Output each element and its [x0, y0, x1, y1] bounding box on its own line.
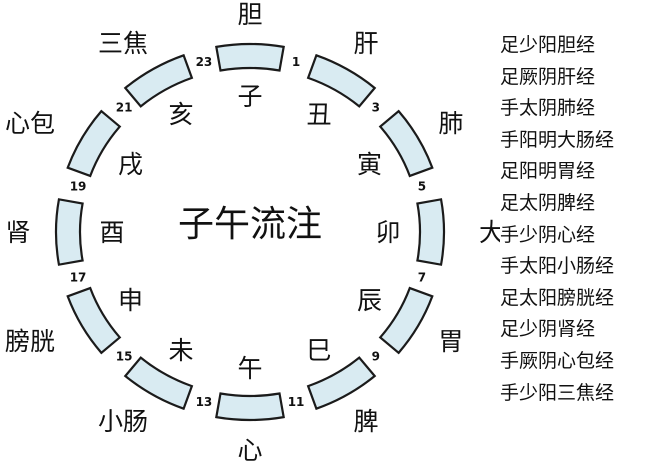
- hour-number: 11: [288, 395, 305, 409]
- meridian-item: 手少阴心经: [500, 223, 596, 246]
- organ-label: 小肠: [98, 407, 148, 436]
- hour-number: 19: [70, 179, 87, 193]
- meridian-item: 手太阳小肠经: [500, 255, 615, 278]
- hour-segment: [66, 286, 122, 355]
- meridian-item: 足少阳胆经: [500, 34, 596, 56]
- meridian-item: 足厥阴肝经: [500, 65, 596, 88]
- branch-label: 辰: [357, 286, 382, 315]
- hour-segment: [215, 42, 285, 72]
- organ-label: 脾: [353, 407, 378, 436]
- hour-segment: [378, 286, 434, 355]
- hour-segment: [306, 53, 377, 108]
- hour-segment: [378, 109, 434, 178]
- hour-number: 3: [372, 101, 380, 115]
- meridian-item: 足阳明胃经: [500, 160, 596, 183]
- meridian-list: 足少阳胆经 足厥阴肝经 手太阴肺经 手阳明大肠经 足阳明胃经 足太阴脾经 手少阴…: [500, 30, 650, 409]
- meridian-item: 手太阴肺经: [500, 97, 596, 120]
- meridian-item: 手厥阴心包经: [500, 349, 615, 372]
- meridian-item: 手阳明大肠经: [500, 128, 615, 151]
- hour-number: 17: [70, 271, 87, 285]
- hour-number: 21: [116, 101, 133, 115]
- hour-number: 7: [418, 271, 426, 285]
- branch-label: 丑: [306, 100, 331, 129]
- hour-segment: [54, 198, 84, 266]
- hour-number: 13: [196, 395, 213, 409]
- hour-number: 1: [292, 55, 300, 69]
- dial-title: 子午流注: [178, 204, 322, 245]
- hour-segment: [123, 53, 194, 108]
- branch-label: 戌: [118, 150, 143, 179]
- branch-label: 申: [118, 286, 143, 315]
- hour-number: 5: [418, 179, 426, 193]
- organ-label: 胆: [237, 0, 262, 29]
- branch-label: 午: [237, 354, 262, 383]
- hour-segment: [306, 356, 377, 411]
- branch-label: 卯: [375, 218, 400, 247]
- organ-label: 肝: [353, 29, 378, 58]
- organ-label: 肾: [5, 218, 30, 247]
- ziwu-dial: 子午流注 子 胆 23 丑 肝 1 寅 肺 3 卯 大肠 5 辰胃 7 巳脾 9 午心 11 未小肠 13 申膀胱 15 酉…: [5, 0, 500, 463]
- branch-label: 未: [168, 336, 193, 365]
- meridian-item: 足太阳膀胱经: [500, 286, 615, 309]
- branch-label: 寅: [357, 150, 382, 179]
- meridian-item: 足太阴脾经: [500, 191, 596, 214]
- hour-segment: [215, 392, 285, 422]
- hour-segment: [123, 356, 194, 411]
- meridian-item: 足少阴肾经: [500, 318, 596, 341]
- hour-number: 9: [372, 349, 380, 363]
- organ-label: 胃: [438, 327, 463, 356]
- hour-number: 15: [116, 349, 133, 363]
- organ-label: 三焦: [98, 29, 148, 58]
- hour-number: 23: [196, 55, 213, 69]
- branch-label: 亥: [168, 100, 193, 129]
- hour-segment: [66, 109, 122, 178]
- meridian-item: 手少阳三焦经: [500, 381, 615, 404]
- organ-label: 膀胱: [5, 327, 55, 356]
- organ-label: 肺: [438, 109, 463, 138]
- organ-label: 心: [237, 436, 262, 463]
- organ-label: 大肠: [479, 218, 500, 247]
- hour-segment: [416, 198, 446, 266]
- branch-label: 子: [237, 82, 262, 111]
- branch-label: 酉: [99, 218, 124, 247]
- branch-label: 巳: [306, 336, 331, 365]
- organ-label: 心包: [5, 109, 55, 138]
